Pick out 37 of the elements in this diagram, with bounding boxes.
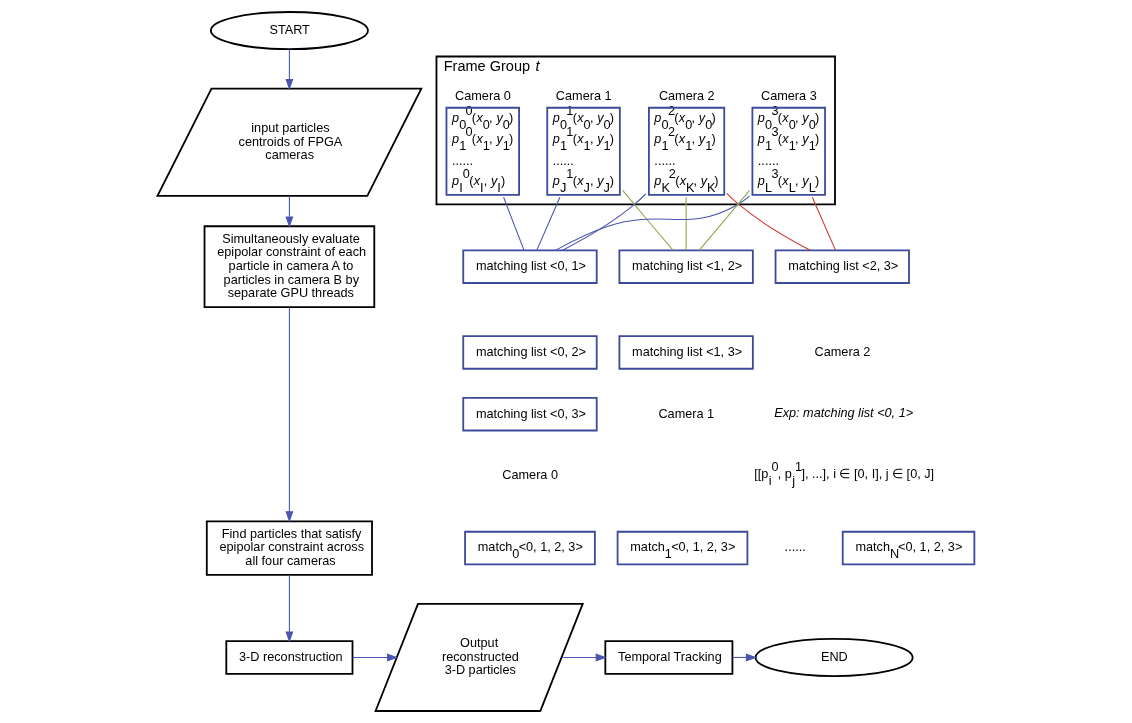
connector [562,193,647,251]
node-box: matching list <0, 3> [462,396,598,432]
label: Camera 1 [658,406,715,421]
arrow [561,653,607,662]
connector [555,195,751,251]
label: Camera 2 [814,344,871,359]
label: ...... [784,540,806,555]
node-label: Camera 1 [555,88,612,103]
node-label: Camera 0 [455,88,511,103]
arrow [285,195,294,228]
arrow [285,48,294,91]
arrow [285,306,294,523]
node-box: matching list <0, 1> [462,249,598,284]
connector [503,196,525,251]
connector [811,196,836,251]
node-box: matching list <1, 2> [618,249,754,284]
node-box: 3-D reconstruction [225,640,354,675]
arrow [352,653,399,662]
label: Exp: matching list <0, 1> [774,405,914,420]
connector [698,189,751,251]
connector [685,196,687,251]
node-ellipse: END [754,637,914,677]
node-label: Camera 3 [761,88,817,103]
node-box: Simultaneously evaluate epipolar constraint of each particle in camera A to particles in camera B by separate GPU threads [203,225,376,308]
node-box: Find particles that satisfy epipolar constraint across all four cameras [205,520,373,576]
node-box: matching list <1, 3> [618,335,754,370]
node-ellipse: START [209,11,369,51]
arrow [731,653,758,662]
node-box: Temporal Tracking [604,640,734,675]
arrow [285,574,294,643]
connector [536,196,561,251]
connector [726,192,811,251]
label: Camera 0 [502,468,559,483]
node-label: Camera 2 [658,88,715,103]
connector [622,189,674,251]
node-box: matching list <0, 2> [462,335,598,370]
node-box: matching list <2, 3> [774,249,910,284]
